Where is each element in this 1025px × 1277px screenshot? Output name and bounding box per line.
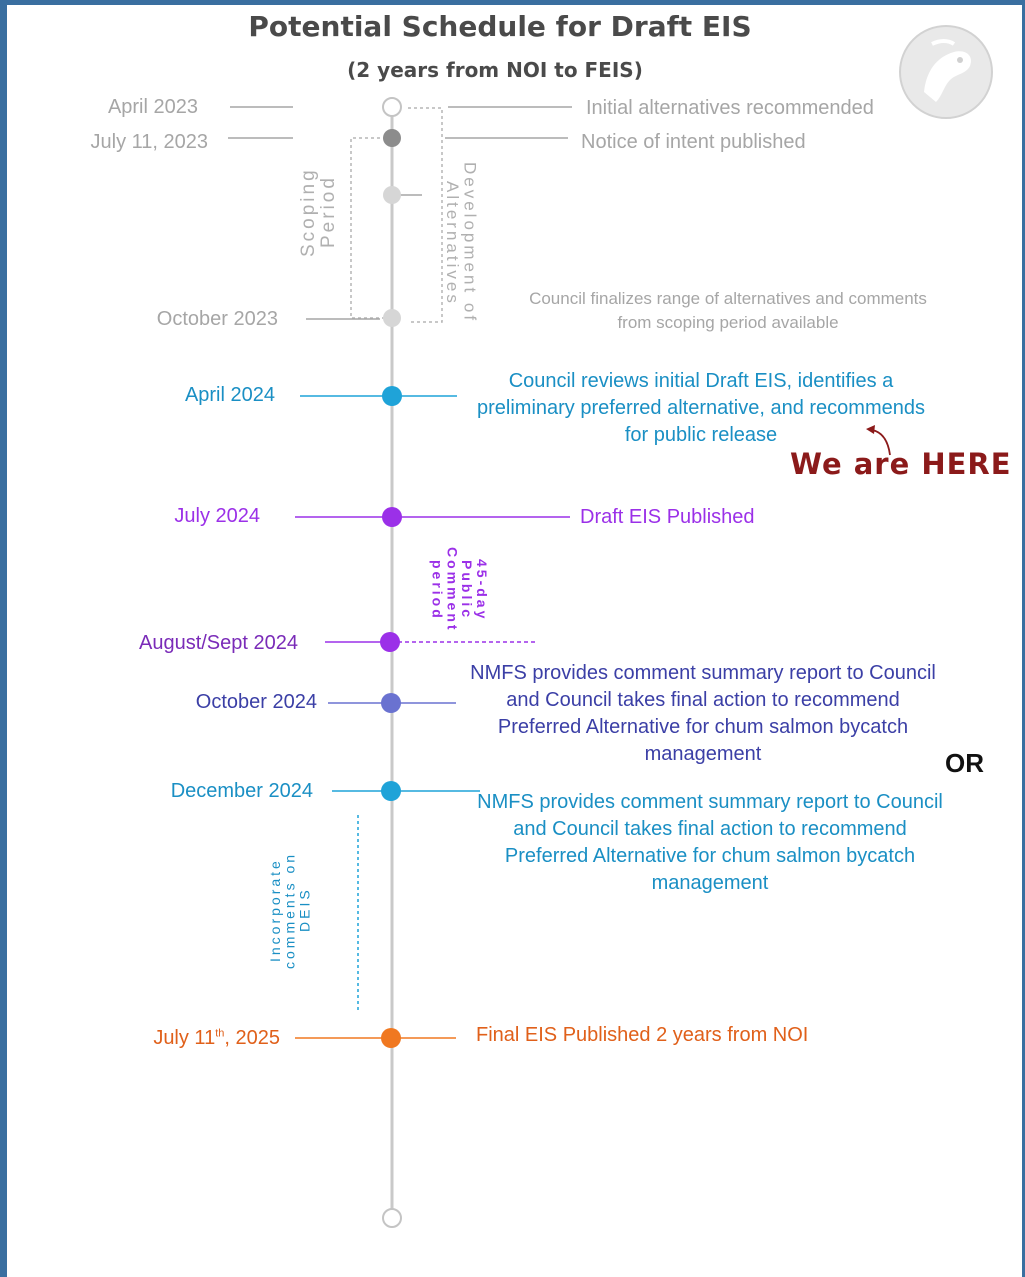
date-august-sept-2024: August/Sept 2024 [138, 632, 298, 654]
milestone-dot [380, 632, 400, 652]
date-october-2023: October 2023 [156, 308, 278, 330]
event-notice-of-intent: Notice of intent published [581, 131, 806, 153]
date-april-2023: April 2023 [107, 96, 198, 118]
frame-top-border [0, 0, 1025, 5]
event-draft-eis-published: Draft EIS Published [580, 506, 755, 528]
frame-left-border [0, 0, 7, 1277]
date-july-11-2023: July 11, 2023 [90, 131, 209, 153]
milestone-dot [381, 781, 401, 801]
page-title: Potential Schedule for Draft EIS [248, 10, 752, 43]
date-july-2024: July 2024 [174, 505, 260, 527]
date-october-2024: October 2024 [195, 691, 317, 713]
timeline-end-dot [382, 1208, 402, 1228]
development-bracket [408, 107, 443, 323]
milestone-dot [383, 309, 401, 327]
here-arrowhead-icon [866, 425, 875, 434]
milestone-dot [383, 129, 401, 147]
milestone-dot [382, 507, 402, 527]
event-final-action-option-2: NMFS provides comment summary report to … [477, 791, 943, 894]
date-july-11-2025: July 11th, 2025 [153, 1027, 280, 1049]
event-initial-alternatives: Initial alternatives recommended [586, 97, 874, 119]
here-arrow-icon [871, 429, 891, 456]
event-final-eis-published: Final EIS Published 2 years from NOI [476, 1024, 809, 1046]
scoping-bracket [350, 137, 386, 319]
page-subtitle: (2 years from NOI to FEIS) [347, 58, 643, 82]
milestone-dot [382, 386, 402, 406]
or-label: OR [945, 748, 984, 778]
council-logo-icon [899, 25, 993, 119]
milestone-dot [382, 97, 402, 117]
date-december-2024: December 2024 [170, 780, 313, 802]
event-final-action-option-1: NMFS provides comment summary report to … [470, 662, 936, 765]
frame-right-border [1022, 0, 1025, 1277]
event-council-finalizes: Council finalizes range of alternatives … [529, 289, 927, 332]
event-council-reviews-deis: Council reviews initial Draft EIS, ident… [477, 370, 925, 446]
we-are-here-callout: We are HERE [790, 447, 1012, 481]
milestone-dot [381, 1028, 401, 1048]
milestone-dot [383, 186, 401, 204]
date-april-2024: April 2024 [184, 384, 275, 406]
milestone-dot [381, 693, 401, 713]
